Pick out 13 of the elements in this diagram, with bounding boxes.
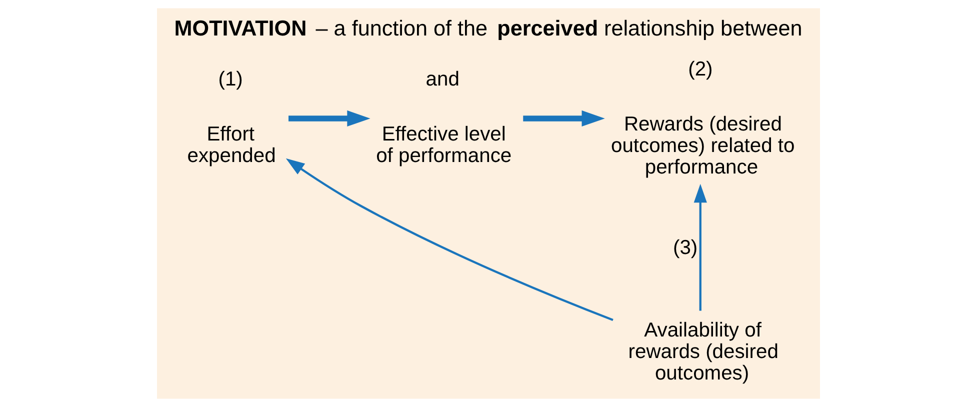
arrow bbox=[285, 158, 613, 322]
arrow bbox=[522, 110, 604, 127]
node-label: (1) bbox=[218, 68, 242, 91]
node-text: Effective level of performance bbox=[376, 123, 512, 167]
node-text: Effort expended bbox=[186, 123, 276, 167]
node-label: and bbox=[425, 68, 459, 91]
arrow bbox=[693, 184, 706, 311]
node-text: Availability of rewards (desired outcomes) bbox=[628, 319, 778, 385]
node-text: Rewards (desired outcomes) related to performance bbox=[610, 113, 794, 179]
node-label: (2) bbox=[688, 58, 712, 81]
diagram-title: MOTIVATION – a function of the perceived relationship between bbox=[174, 16, 802, 41]
edge-label: (3) bbox=[672, 237, 698, 260]
arrow bbox=[288, 110, 370, 127]
